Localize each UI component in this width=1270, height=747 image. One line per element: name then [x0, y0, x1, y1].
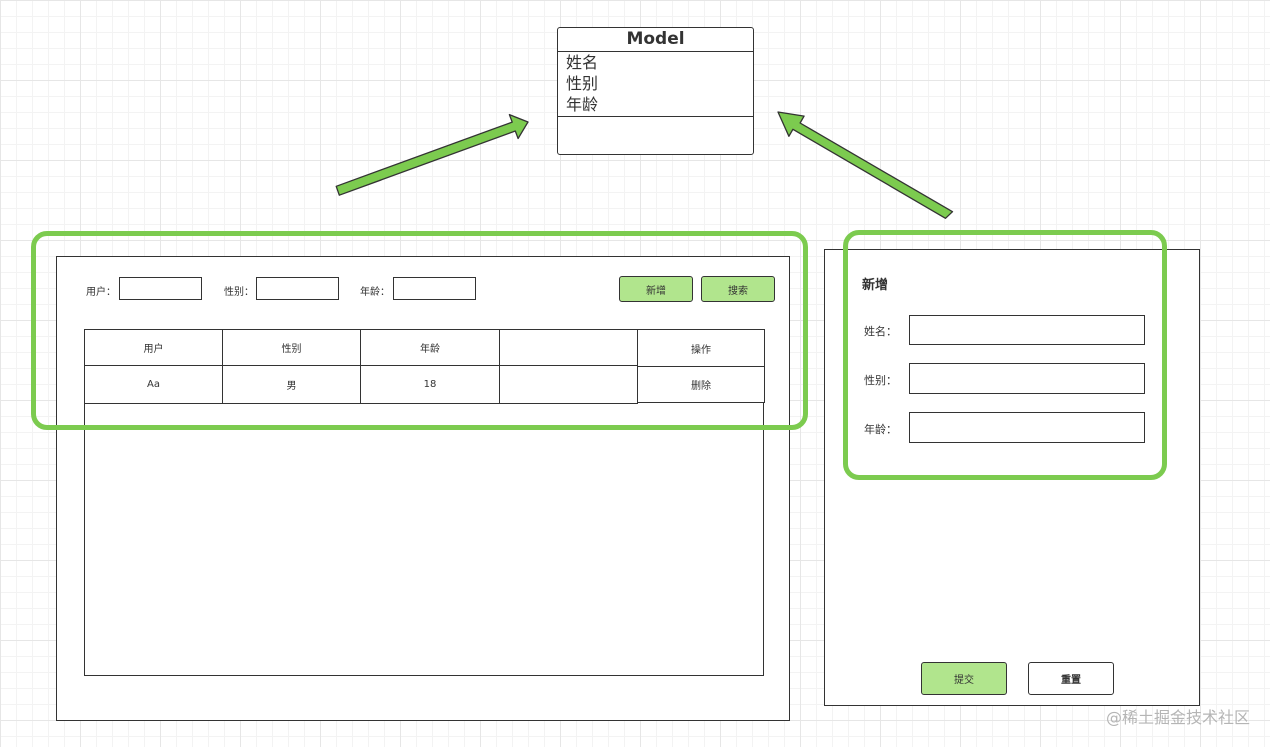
search-age-input[interactable]	[393, 277, 476, 300]
arrow-left-to-model	[335, 113, 529, 196]
add-button[interactable]: 新增	[619, 276, 693, 302]
form-title: 新增	[862, 278, 889, 293]
reset-button[interactable]: 重置	[1028, 662, 1114, 695]
search-gender-label: 性别：	[224, 287, 254, 298]
search-age-label: 年龄：	[360, 287, 390, 298]
highlight-list-region	[31, 231, 808, 430]
submit-button[interactable]: 提交	[921, 662, 1007, 695]
form-name-label: 姓名：	[864, 325, 897, 338]
form-age-input[interactable]	[909, 412, 1145, 443]
table-row-age-cell: 18	[360, 365, 500, 404]
table-row-user-cell: Aa	[84, 365, 223, 404]
table-row-gender-cell: 男	[222, 365, 361, 404]
form-gender-input[interactable]	[909, 363, 1145, 394]
model-field-age: 年龄	[566, 95, 599, 114]
table-header-action: 操作	[637, 329, 765, 367]
highlight-form-region	[843, 230, 1167, 480]
search-user-input[interactable]	[119, 277, 202, 300]
model-fields: 姓名 性别 年龄	[566, 52, 598, 115]
delete-button[interactable]: 删除	[637, 366, 765, 403]
model-field-name: 姓名	[566, 53, 599, 72]
table-header-empty	[499, 329, 638, 366]
form-age-label: 年龄：	[864, 423, 897, 436]
arrow-right-to-model	[777, 111, 954, 219]
search-user-label: 用户：	[86, 287, 116, 298]
search-gender-input[interactable]	[256, 277, 339, 300]
table-header-user: 用户	[84, 329, 223, 366]
model-field-gender: 性别	[566, 74, 599, 93]
model-divider	[558, 116, 753, 117]
watermark: @稀土掘金技术社区	[1105, 708, 1250, 727]
form-name-input[interactable]	[909, 315, 1145, 345]
model-box: Model 姓名 性别 年龄	[557, 27, 754, 155]
form-gender-label: 性别：	[864, 374, 897, 387]
table-header-gender: 性别	[222, 329, 361, 366]
search-button[interactable]: 搜索	[701, 276, 775, 302]
table-row-empty-cell	[499, 365, 638, 404]
model-title: Model	[558, 28, 753, 52]
